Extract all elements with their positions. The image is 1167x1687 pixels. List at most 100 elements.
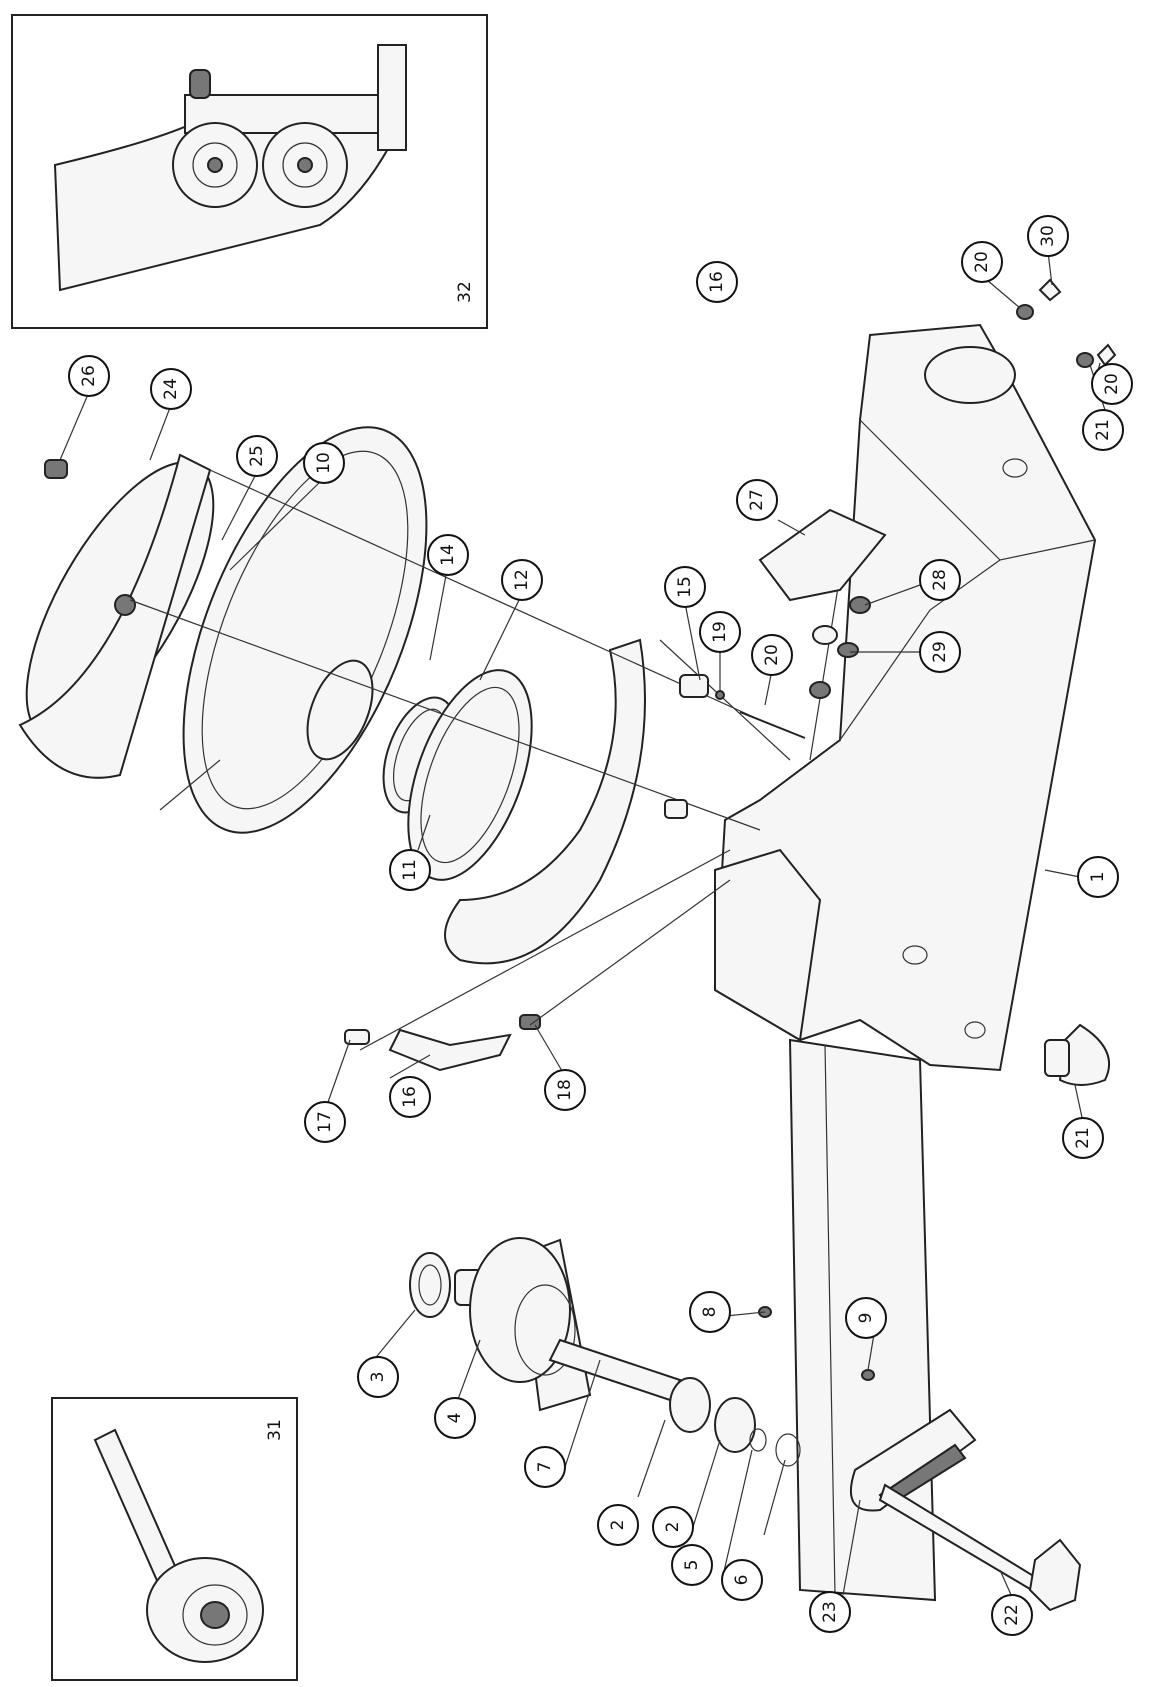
balloon-number: 24	[161, 378, 181, 400]
balloon-part-9: 9	[845, 1297, 887, 1339]
balloon-number: 17	[315, 1111, 335, 1133]
balloon-circle	[689, 1291, 731, 1333]
balloon-number: 20	[1102, 373, 1122, 395]
balloon-circle	[544, 1069, 586, 1111]
balloon-number: 20	[762, 644, 782, 666]
balloon-part-14: 14	[427, 534, 469, 576]
balloon-part-3: 3	[357, 1356, 399, 1398]
balloon-number: 23	[820, 1601, 840, 1623]
balloon-number: 4	[445, 1413, 465, 1424]
balloon-number: 21	[1073, 1127, 1093, 1149]
balloon-part-25: 25	[236, 435, 278, 477]
balloon-number: 28	[930, 569, 950, 591]
balloon-number: 3	[368, 1372, 388, 1383]
balloon-part-6: 6	[721, 1559, 763, 1601]
balloon-part-7: 7	[524, 1446, 566, 1488]
balloon-circle	[991, 1594, 1033, 1636]
balloon-number: 18	[555, 1079, 575, 1101]
balloon-number: 30	[1038, 225, 1058, 247]
balloon-circle	[389, 849, 431, 891]
balloon-part-17: 17	[304, 1101, 346, 1143]
assembly-lines	[129, 469, 841, 1051]
balloon-part-18: 18	[544, 1069, 586, 1111]
ring-guard	[382, 669, 533, 881]
balloon-number: 25	[247, 445, 267, 467]
balloon-number: 20	[972, 251, 992, 273]
balloon-part-12: 12	[501, 559, 543, 601]
balloon-number: 19	[710, 621, 730, 643]
balloon-circle	[736, 479, 778, 521]
balloon-circle	[434, 1397, 476, 1439]
handle-part-15	[344, 1014, 541, 1072]
balloon-number: 1	[1088, 872, 1108, 883]
balloon-number: 14	[438, 544, 458, 566]
balloon-part-4: 4	[434, 1397, 476, 1439]
balloon-circle	[304, 1101, 346, 1143]
balloon-circle	[427, 534, 469, 576]
balloon-number: 26	[79, 365, 99, 387]
main-frame	[713, 323, 1097, 1602]
balloon-circle	[1062, 1117, 1104, 1159]
balloon-circle	[845, 1297, 887, 1339]
balloon-circle	[501, 559, 543, 601]
balloon-circle	[236, 435, 278, 477]
balloon-number: 16	[707, 271, 727, 293]
balloon-part-5: 5	[671, 1544, 713, 1586]
balloon-part-16: 16	[696, 261, 738, 303]
balloon-circle	[652, 1506, 694, 1548]
inset-32-label: 32	[455, 281, 475, 303]
balloon-circle	[389, 1076, 431, 1118]
balloon-part-28: 28	[919, 559, 961, 601]
balloon-part-22: 22	[991, 1594, 1033, 1636]
balloon-part-20: 20	[961, 241, 1003, 283]
balloon-circle	[150, 368, 192, 410]
balloon-part-26: 26	[68, 355, 110, 397]
balloon-circle	[303, 442, 345, 484]
inset-box-32: 32	[11, 14, 488, 329]
balloon-circle	[699, 611, 741, 653]
balloon-part-21: 21	[1062, 1117, 1104, 1159]
inset-box-31: 31	[51, 1397, 298, 1681]
balloon-number: 16	[400, 1086, 420, 1108]
balloon-part-8: 8	[689, 1291, 731, 1333]
balloon-part-23: 23	[809, 1591, 851, 1633]
balloon-circle	[68, 355, 110, 397]
balloon-circle	[671, 1544, 713, 1586]
balloon-part-20: 20	[1091, 363, 1133, 405]
balloon-number: 12	[512, 569, 532, 591]
balloon-number: 8	[700, 1307, 720, 1318]
small-parts-14-19	[664, 674, 806, 819]
balloon-circle	[1077, 856, 1119, 898]
balloon-circle	[664, 566, 706, 608]
balloon-part-1: 1	[1077, 856, 1119, 898]
balloon-circle	[961, 241, 1003, 283]
inset-31-label: 31	[265, 1419, 285, 1441]
balloon-circle	[696, 261, 738, 303]
balloon-circle	[751, 634, 793, 676]
balloon-part-21: 21	[1082, 409, 1124, 451]
balloon-circle	[357, 1356, 399, 1398]
balloon-part-30: 30	[1027, 215, 1069, 257]
balloon-number: 22	[1002, 1604, 1022, 1626]
balloon-part-10: 10	[303, 442, 345, 484]
balloon-circle	[597, 1504, 639, 1546]
balloon-number: 10	[314, 452, 334, 474]
balloon-part-24: 24	[150, 368, 192, 410]
balloon-number: 21	[1093, 419, 1113, 441]
balloon-number: 11	[400, 859, 420, 881]
balloon-part-20: 20	[751, 634, 793, 676]
balloon-part-15: 15	[664, 566, 706, 608]
balloon-circle	[919, 559, 961, 601]
blade-part-8	[182, 426, 428, 834]
cover-part-25	[18, 453, 215, 779]
balloon-number: 27	[747, 489, 767, 511]
balloon-number: 2	[663, 1522, 683, 1533]
curved-guard	[444, 638, 646, 965]
balloon-circle	[524, 1446, 566, 1488]
balloon-circle	[1082, 409, 1124, 451]
wheel-assembly	[409, 1237, 875, 1467]
balloon-number: 2	[608, 1520, 628, 1531]
balloon-circle	[809, 1591, 851, 1633]
